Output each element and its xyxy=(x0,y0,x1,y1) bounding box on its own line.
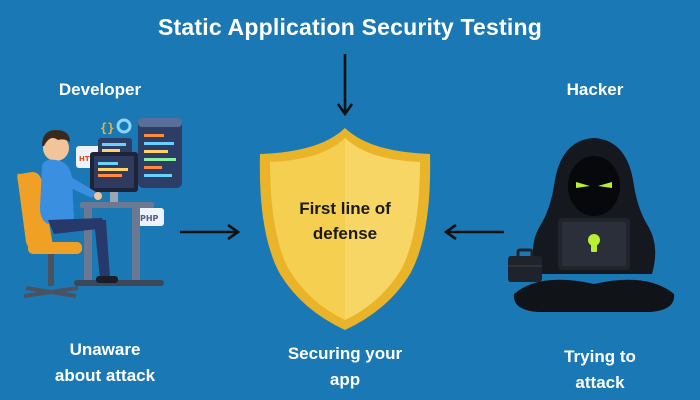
svg-text:{}: {} xyxy=(100,121,114,135)
hacker-caption: Trying to attack xyxy=(530,344,670,396)
developer-label: Developer xyxy=(58,80,142,99)
arrow-right-icon xyxy=(180,223,241,241)
shield-caption-line1: Securing your xyxy=(287,344,403,363)
shield-icon xyxy=(259,128,431,330)
arrow-left-icon xyxy=(443,223,504,241)
arrow-down-icon xyxy=(336,54,354,117)
shield-caption: Securing your app xyxy=(270,341,420,393)
code-icon: {} xyxy=(100,118,132,135)
hacker-label: Hacker xyxy=(566,80,624,99)
shield-text: First line of defense xyxy=(260,196,430,246)
developer-caption-line2: about attack xyxy=(54,366,156,385)
developer-illustration: {} HTML PHP xyxy=(17,118,182,298)
hacker-caption-line2: attack xyxy=(575,373,625,392)
developer-caption-line1: Unaware xyxy=(69,340,141,359)
developer-caption: Unaware about attack xyxy=(30,337,180,389)
shield-text-line2: defense xyxy=(312,224,378,243)
diagram-title: Static Application Security Testing xyxy=(157,14,542,40)
php-badge: PHP xyxy=(140,214,159,223)
hacker-caption-line1: Trying to xyxy=(564,347,636,366)
shield-text-line1: First line of xyxy=(299,199,391,218)
hacker-illustration xyxy=(508,138,675,312)
shield-caption-line2: app xyxy=(329,370,361,389)
